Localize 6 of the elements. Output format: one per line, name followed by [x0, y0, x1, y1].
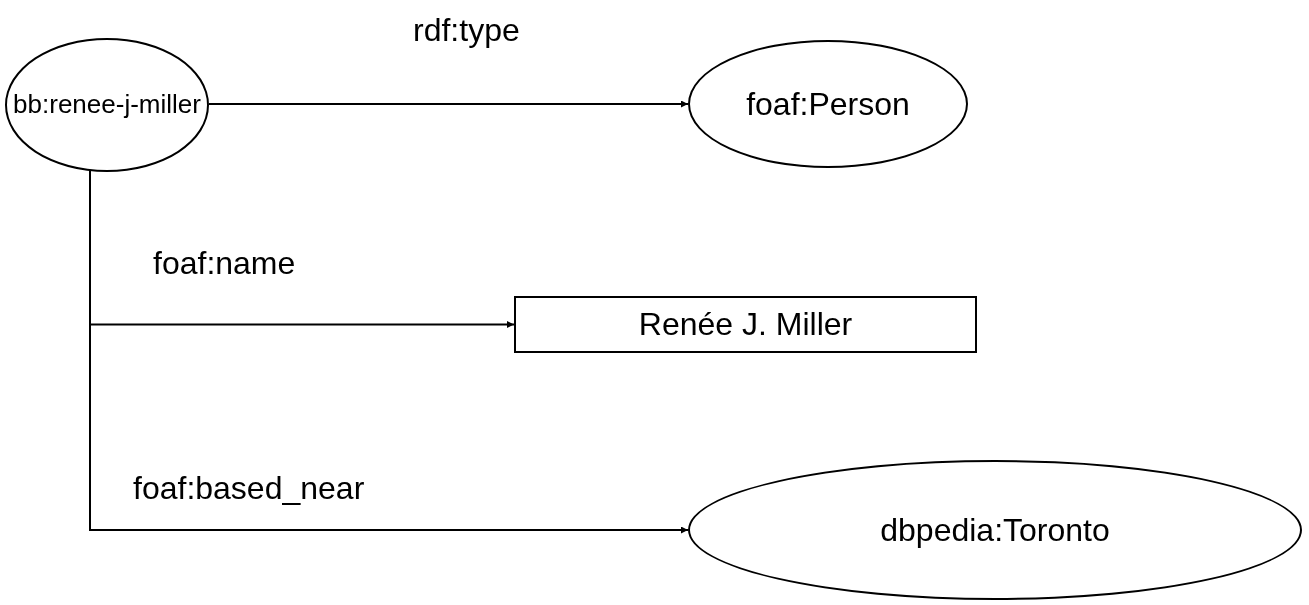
node-label: dbpedia:Toronto [880, 511, 1110, 549]
node-label: bb:renee-j-miller [13, 90, 201, 120]
arrow [208, 100, 689, 108]
literal-box [514, 296, 977, 353]
node-label: Renée J. Miller [638, 306, 853, 343]
node-label: foaf:Person [746, 85, 910, 123]
